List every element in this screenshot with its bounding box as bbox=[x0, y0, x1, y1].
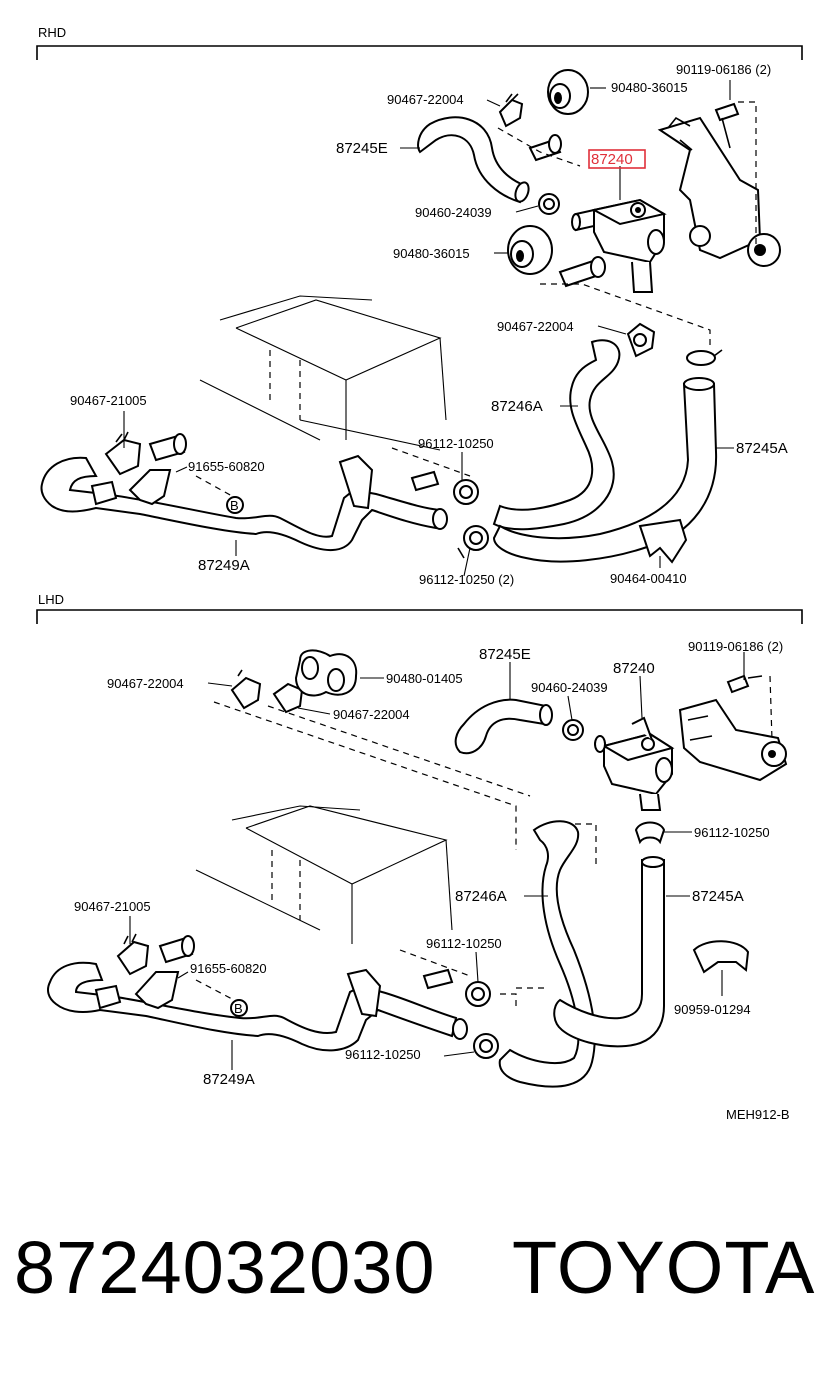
lhd-label-clamp-valve: 90460-24039 bbox=[531, 680, 608, 695]
lhd-marker-b: B bbox=[195, 979, 248, 1017]
rhd-section-title: RHD bbox=[38, 25, 66, 40]
rhd-label-clamp-bottom: 96112-10250 (2) bbox=[419, 572, 514, 587]
lhd-section: LHD bbox=[36, 592, 803, 1088]
lhd-label-clip-top: 90467-22004 bbox=[107, 676, 184, 691]
lhd-section-title: LHD bbox=[38, 592, 64, 607]
lhd-hose-87245a bbox=[553, 859, 665, 1048]
lhd-valve-87240 bbox=[594, 716, 675, 811]
rhd-short-pipe-left bbox=[148, 433, 187, 462]
rhd-clip-top bbox=[498, 93, 524, 128]
footer: 8724032030 TOYOTA bbox=[0, 1225, 824, 1325]
rhd-clamp-bottom bbox=[457, 525, 489, 559]
rhd-hose-end-left bbox=[90, 480, 448, 530]
rhd-label-clip-mid: 90467-22004 bbox=[497, 319, 574, 334]
rhd-bracket bbox=[657, 116, 781, 267]
lhd-short-pipe-left bbox=[158, 935, 195, 964]
rhd-label-grommet-mid: 90480-36015 bbox=[393, 246, 470, 261]
rhd-label-clamp-mid: 96112-10250 bbox=[418, 436, 494, 451]
rhd-hose-87245e bbox=[417, 116, 528, 204]
lhd-clamp-valve bbox=[562, 719, 584, 741]
rhd-valve-highlight-box bbox=[588, 149, 646, 169]
rhd-bolt bbox=[714, 102, 740, 149]
rhd-small-pipe-mid bbox=[558, 256, 606, 288]
lhd-hose-end-left bbox=[94, 984, 468, 1040]
rhd-label-valve: 87240 bbox=[591, 151, 633, 168]
rhd-label-holder: 90464-00410 bbox=[610, 571, 687, 586]
lhd-label-clamp-right: 96112-10250 bbox=[694, 825, 770, 840]
rhd-engine-block bbox=[199, 295, 471, 477]
lhd-holder bbox=[692, 940, 750, 974]
lhd-clamp-right bbox=[634, 821, 666, 845]
rhd-section-bracket bbox=[36, 45, 803, 60]
lhd-grommet bbox=[294, 649, 358, 697]
rhd-ring bbox=[686, 349, 723, 366]
rhd-label-hose-b: 87245A bbox=[736, 440, 788, 457]
lhd-clip-top bbox=[230, 669, 262, 710]
lhd-label-clamp-bottom: 96112-10250 bbox=[345, 1047, 421, 1062]
rhd-pipe-bracket bbox=[128, 454, 374, 510]
part-number: 8724032030 bbox=[14, 1226, 436, 1309]
rhd-clip-mid bbox=[626, 322, 656, 358]
rhd-label-hose-e: 87245E bbox=[336, 140, 388, 157]
rhd-clamp-valve bbox=[538, 193, 560, 215]
lhd-hose-87245e bbox=[454, 698, 548, 755]
lhd-engine-block bbox=[195, 701, 597, 977]
rhd-valve-87240 bbox=[571, 198, 667, 293]
rhd-label-clip-top: 90467-22004 bbox=[387, 92, 464, 107]
lhd-clip-left bbox=[116, 933, 150, 976]
lhd-label-bolt-b: 91655-60820 bbox=[190, 961, 267, 976]
lhd-label-hose-a: 87246A bbox=[455, 888, 507, 905]
lhd-pipe-bracket bbox=[134, 968, 382, 1018]
rhd-marker-b: B bbox=[195, 475, 244, 514]
lhd-bracket bbox=[678, 698, 788, 782]
lhd-hose-87246a bbox=[498, 820, 596, 1088]
rhd-label-clamp-valve: 90460-24039 bbox=[415, 205, 492, 220]
lhd-label-grommet: 90480-01405 bbox=[386, 671, 463, 686]
lhd-label-hose-e: 87245E bbox=[479, 646, 531, 663]
lhd-bolt bbox=[726, 674, 763, 694]
lhd-label-clamp-mid: 96112-10250 bbox=[426, 936, 502, 951]
rhd-label-bolt-b: 91655-60820 bbox=[188, 459, 265, 474]
rhd-label-grommet-top: 90480-36015 bbox=[611, 80, 688, 95]
lhd-label-clip-top2: 90467-22004 bbox=[333, 707, 410, 722]
lhd-clamp-mid bbox=[422, 968, 491, 1007]
lhd-label-pipe: 87249A bbox=[203, 1071, 255, 1088]
rhd-label-bolt: 90119-06186 (2) bbox=[676, 62, 771, 77]
rhd-holder bbox=[638, 518, 688, 564]
lhd-section-bracket bbox=[36, 609, 803, 624]
rhd-label-pipe: 87249A bbox=[198, 557, 250, 574]
lhd-label-valve: 87240 bbox=[613, 660, 655, 677]
lhd-clip-top2 bbox=[272, 682, 304, 714]
rhd-grommet-top bbox=[547, 69, 589, 115]
rhd-small-pipe-top bbox=[528, 134, 562, 162]
lhd-label-hose-b: 87245A bbox=[692, 888, 744, 905]
rhd-section: RHD bbox=[36, 25, 803, 587]
figure-code: MEH912-B bbox=[726, 1107, 790, 1122]
rhd-hose-87246a bbox=[492, 339, 621, 531]
lhd-label-clip-left: 90467-21005 bbox=[74, 899, 151, 914]
lhd-label-holder: 90959-01294 bbox=[674, 1002, 751, 1017]
rhd-label-clip-left: 90467-21005 bbox=[70, 393, 147, 408]
brand-name: TOYOTA bbox=[512, 1226, 816, 1309]
rhd-label-hose-a: 87246A bbox=[491, 398, 543, 415]
lhd-marker-b-label: B bbox=[234, 1001, 243, 1016]
rhd-marker-b-label: B bbox=[230, 498, 239, 513]
rhd-clip-left bbox=[104, 431, 142, 476]
rhd-clamp-mid bbox=[410, 470, 479, 505]
rhd-grommet-mid bbox=[507, 225, 553, 275]
lhd-clamp-bottom bbox=[473, 1033, 499, 1059]
lhd-label-bolt: 90119-06186 (2) bbox=[688, 639, 783, 654]
